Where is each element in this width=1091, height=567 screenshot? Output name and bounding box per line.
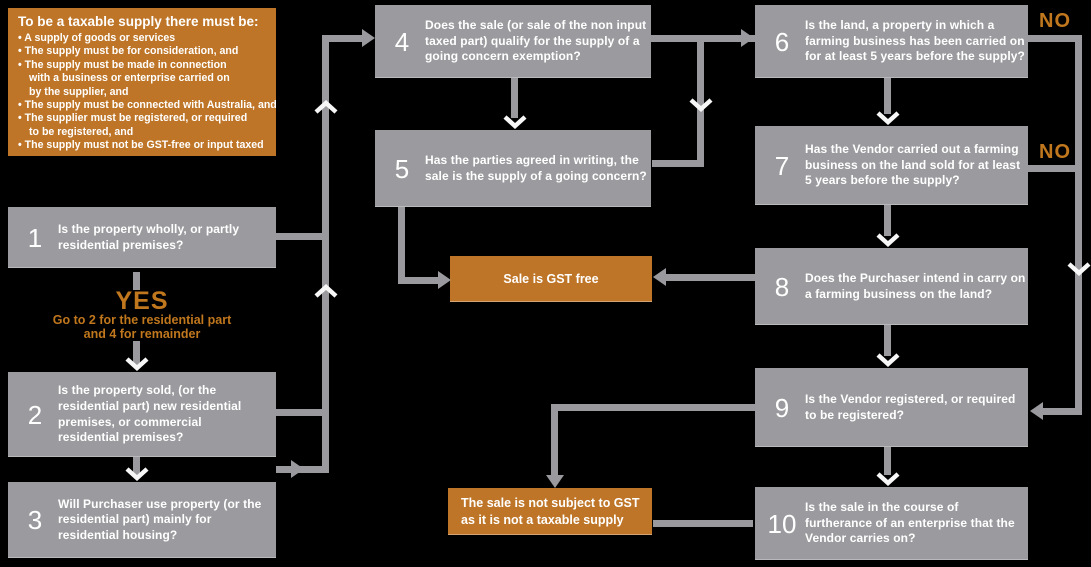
step-box-7: 7 Has the Vendor carried out a farming b… (755, 126, 1028, 205)
connector-4-to-6 (651, 35, 755, 42)
connector-5-to-gst-free-vertical (398, 207, 405, 284)
step-text: Is the sale in the course of furtherance… (805, 500, 1015, 546)
step-number: 4 (394, 26, 410, 57)
result-not-taxable-text: The sale is not subject to GST as it is … (461, 496, 640, 527)
step-box-4: 4 Does the sale (or sale of the non inpu… (375, 5, 651, 78)
arrowhead-into-8-icon (876, 233, 900, 247)
arrow-into-4-icon (362, 29, 375, 47)
info-bullet-wrap: to be registered, and (29, 125, 134, 138)
connector-no-to-9 (1043, 408, 1079, 415)
step-number: 7 (774, 150, 790, 181)
step-number: 8 (774, 271, 790, 302)
connector-1-to-yes (133, 272, 140, 290)
connector-main-to-4 (322, 35, 364, 42)
step-number: 3 (27, 505, 43, 535)
arrowhead-into-2-icon (125, 357, 149, 371)
connector-no-from-7 (1028, 165, 1078, 172)
arrowhead-into-7-icon (876, 111, 900, 125)
step-text: Is the property wholly, or partly reside… (58, 221, 240, 252)
step-text: Is the land, a property in which a farmi… (805, 18, 1025, 64)
connector-no-from-6 (1028, 35, 1082, 42)
connector-5-to-gst-free-horizontal (398, 277, 440, 284)
arrowhead-up-icon (314, 284, 338, 298)
arrowhead-up-icon (314, 100, 338, 114)
step-text: Does the sale (or sale of the non input … (425, 18, 647, 64)
step-text: Has the parties agreed in writing, the s… (425, 152, 647, 183)
arrowhead-into-9-icon (876, 353, 900, 367)
taxable-supply-info-box: To be a taxable supply there must be: • … (8, 8, 277, 156)
result-gst-free-box: Sale is GST free (450, 256, 652, 302)
step-box-10: 10 Is the sale in the course of furthera… (755, 487, 1028, 560)
arrowhead-branch-down-icon (689, 98, 713, 112)
connector-9-to-not-taxable-horizontal (551, 404, 755, 411)
step-box-6: 6 Is the land, a property in which a far… (755, 5, 1028, 78)
main-feedback-line (322, 35, 329, 473)
step-text: Has the Vendor carried out a farming bus… (805, 142, 1021, 188)
connector-yes-to-2 (133, 341, 140, 365)
info-bullet: • The supply must be connected with Aust… (18, 99, 277, 112)
arrow-into-9-icon (1030, 402, 1043, 420)
connector-no-vertical (1075, 35, 1082, 415)
no-label-from-7: NO (1039, 141, 1071, 163)
arrow-into-gst-free-icon (438, 271, 451, 289)
yes-note-line1: Go to 2 for the residential part (52, 313, 232, 327)
connector-7-to-8 (884, 205, 891, 236)
arrow-into-6-icon (741, 29, 754, 47)
connector-6-to-7 (884, 78, 891, 114)
info-bullet: • A supply of goods or services (18, 32, 176, 44)
connector-9-to-10 (884, 447, 891, 475)
arrowhead-into-10-icon (876, 472, 900, 486)
step-text: Will Purchaser use property (or the resi… (58, 496, 262, 542)
step-box-5: 5 Has the parties agreed in writing, the… (375, 130, 651, 207)
connector-2-to-3 (133, 457, 140, 475)
arrow-into-gst-free-left-icon (653, 268, 666, 286)
yes-note-line2: and 4 for remainder (83, 326, 201, 341)
step-number: 1 (27, 222, 43, 253)
info-bullet: • The supply must not be GST-free or inp… (18, 139, 264, 152)
connector-10-to-not-taxable (653, 520, 753, 527)
info-box-title: To be a taxable supply there must be: (18, 14, 259, 29)
step-box-9: 9 Is the Vendor registered, or required … (755, 368, 1028, 447)
step-number: 10 (767, 508, 797, 539)
info-bullet: • The supply must be for consideration, … (18, 45, 239, 58)
connector-8-to-gst-free (665, 274, 755, 281)
connector-2-to-main-line (276, 409, 327, 416)
connector-8-to-9 (884, 325, 891, 356)
step-box-2: 2 Is the property sold, (or the resident… (8, 372, 276, 457)
info-bullet: • The supplier must be registered, or re… (18, 112, 248, 125)
step-text: Is the Vendor registered, or required to… (805, 391, 1016, 422)
info-bullet: • The supply must be made in connection (18, 58, 227, 71)
arrowhead-into-3-icon (125, 467, 149, 481)
result-gst-free-text: Sale is GST free (503, 271, 599, 286)
step-text: Does the Purchaser intend in carry on a … (805, 270, 1026, 301)
step-number: 5 (394, 153, 410, 184)
info-bullet-wrap: with a business or enterprise carried on (29, 72, 230, 85)
step-box-3: 3 Will Purchaser use property (or the re… (8, 482, 276, 558)
step-box-8: 8 Does the Purchaser intend in carry on … (755, 248, 1028, 325)
step-number: 2 (27, 399, 43, 430)
connector-1-to-main-line (276, 233, 327, 240)
info-bullet-wrap: by the supplier, and (29, 85, 129, 98)
connector-4-to-5 (511, 78, 518, 118)
yes-label: YES (115, 287, 169, 315)
arrowhead-into-5-icon (503, 115, 527, 129)
connector-9-to-not-taxable-vertical (551, 404, 558, 476)
step-text: Is the property sold, (or the residentia… (58, 383, 242, 445)
no-label-from-6: NO (1039, 10, 1071, 32)
result-not-taxable-box: The sale is not subject to GST as it is … (448, 488, 652, 535)
connector-branch-vertical (697, 42, 704, 167)
step-box-1: 1 Is the property wholly, or partly resi… (8, 207, 276, 268)
step-number: 6 (774, 26, 790, 57)
connector-branch-to-5 (652, 160, 704, 167)
yes-label-block: YES Go to 2 for the residential part and… (8, 288, 276, 341)
step-number: 9 (774, 392, 790, 423)
arrow-right-3-icon (291, 460, 304, 478)
arrowhead-no-down-icon (1067, 262, 1091, 276)
arrow-into-not-taxable-icon (546, 475, 564, 488)
